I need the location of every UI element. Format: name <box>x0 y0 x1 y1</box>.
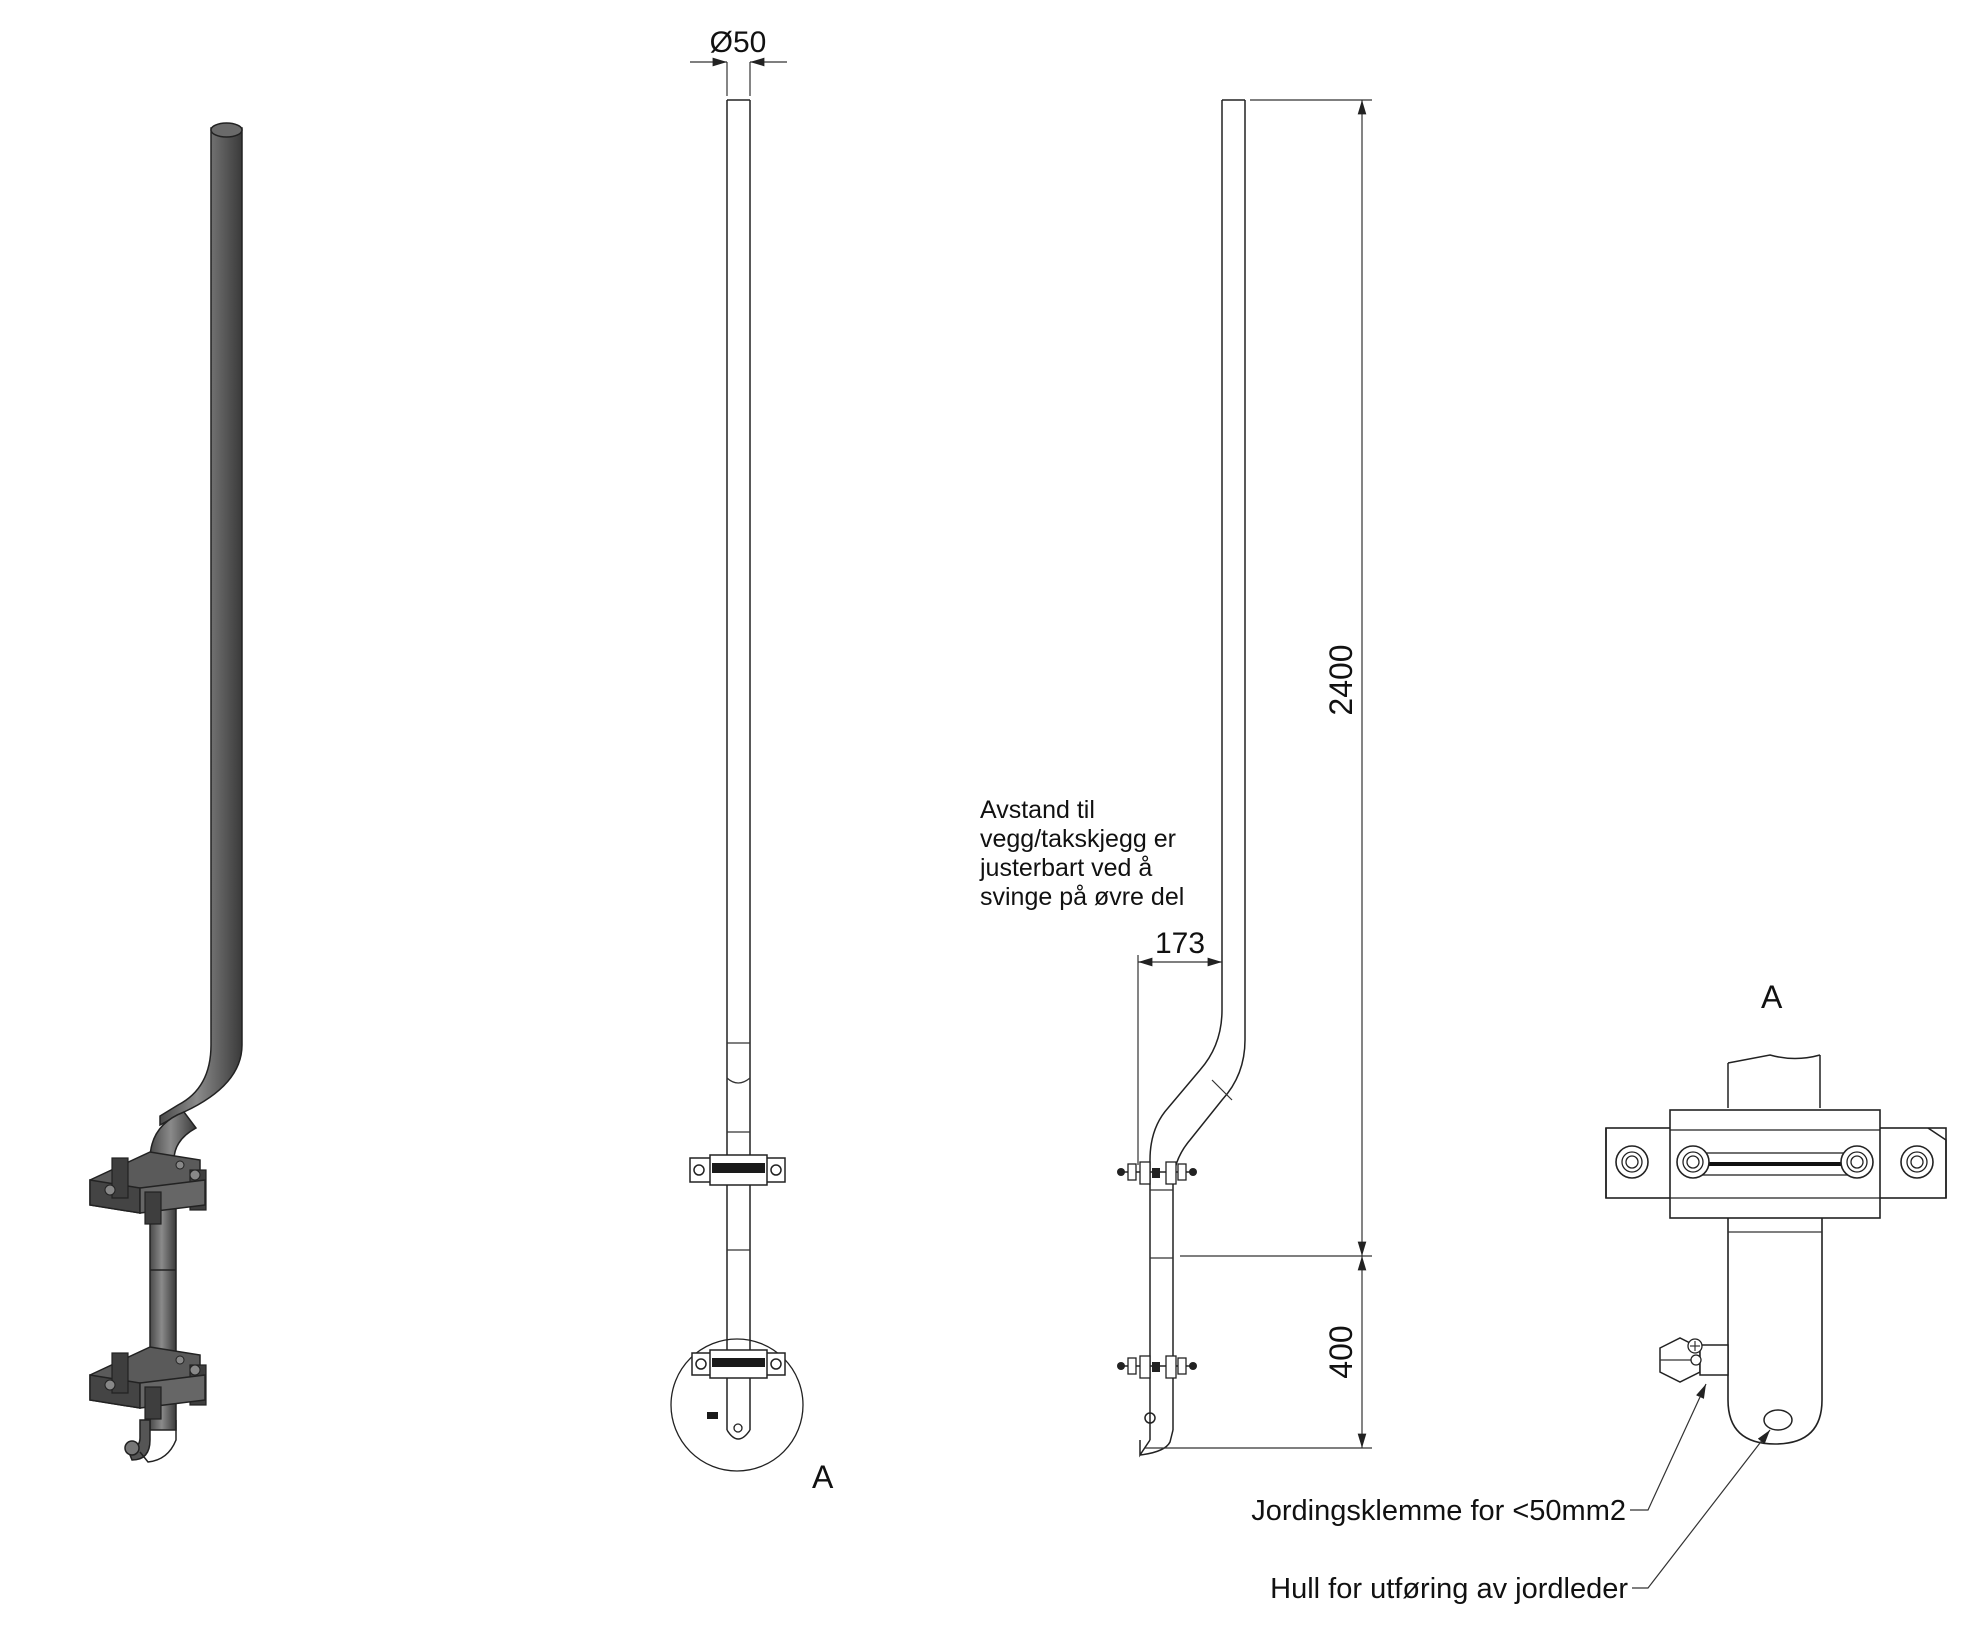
front-view: Ø50 A <box>670 26 834 1495</box>
note-line: svinge på øvre del <box>980 883 1184 911</box>
height-upper-label: 2400 <box>1323 644 1359 715</box>
isometric-view <box>89 122 243 1463</box>
callout-grounding-clamp: Jordingsklemme for <50mm2 <box>1251 1495 1626 1527</box>
detail-view-a: A <box>1251 979 1947 1605</box>
adjustability-note: Avstand til vegg/takskjegg er justerbart… <box>979 796 1184 911</box>
upper-wall-bracket <box>89 1151 207 1225</box>
front-lower-clamp <box>691 1349 786 1433</box>
note-line: justerbart ved å <box>979 854 1152 882</box>
side-lower-clamp <box>1117 1355 1197 1379</box>
lower-wall-bracket <box>89 1346 207 1420</box>
offset-label: 173 <box>1155 927 1205 960</box>
bolt <box>1615 1145 1649 1179</box>
bolt <box>1676 1145 1710 1179</box>
grounding-clamp <box>1659 1337 1729 1383</box>
conductor-hole <box>1763 1409 1793 1431</box>
detail-marker-label: A <box>812 1459 834 1495</box>
note-line: Avstand til <box>980 796 1095 824</box>
callout-conductor-hole: Hull for utføring av jordleder <box>1270 1573 1628 1605</box>
front-upper-clamp <box>689 1154 786 1186</box>
bolt <box>1900 1145 1934 1179</box>
diameter-label: Ø50 <box>710 26 767 59</box>
detail-circle <box>670 1338 804 1472</box>
bolt <box>1840 1145 1874 1179</box>
side-view: 173 2400 400 Avstand til vegg/takskjegg … <box>979 99 1372 1458</box>
detail-title: A <box>1761 979 1783 1015</box>
note-line: vegg/takskjegg er <box>980 825 1176 853</box>
side-upper-clamp <box>1117 1161 1197 1185</box>
height-lower-label: 400 <box>1323 1325 1359 1378</box>
pipe-top-opening <box>210 122 243 138</box>
